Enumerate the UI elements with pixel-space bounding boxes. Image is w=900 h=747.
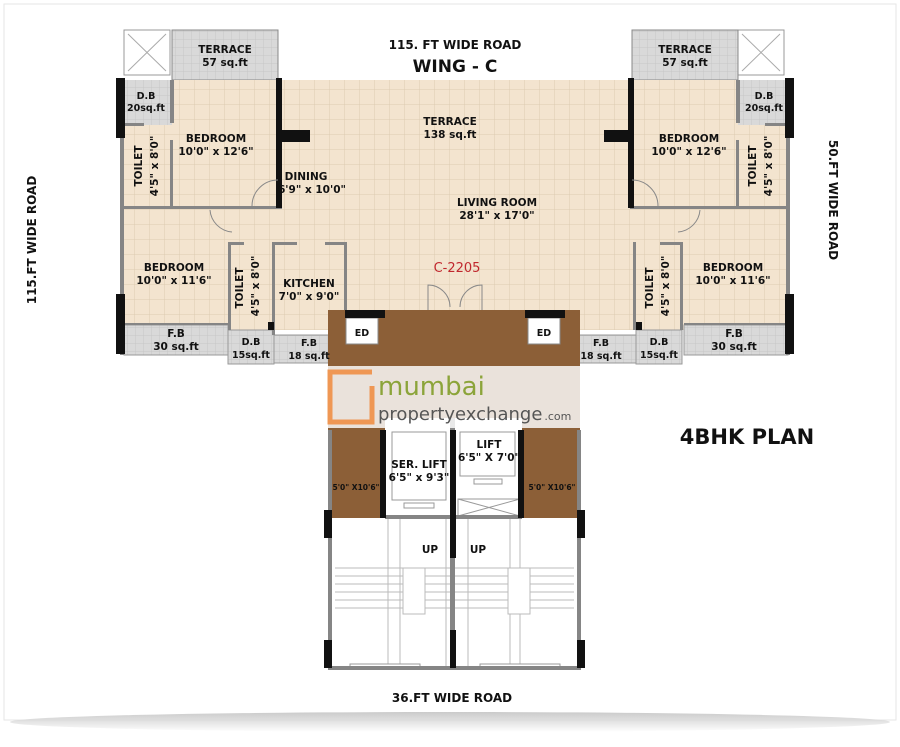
road-left-label: 115.FT WIDE ROAD [25,176,39,305]
lightwell-left [123,29,171,76]
bedroom-tr-name: BEDROOM [659,133,719,145]
terrace-right-name: TERRACE [658,44,712,56]
db-tr-name: D.B [755,91,774,102]
watermark-suffix: .com [544,410,571,423]
card-shadow [10,712,890,732]
road-bottom-label: 36.FT WIDE ROAD [392,691,512,705]
terrace-left-size: 57 sq.ft [202,57,248,69]
lobby-left-size: 5'0" X10'6" [333,483,380,492]
fb-small-right-name: F.B [593,338,609,349]
road-top-label: 115. FT WIDE ROAD [389,38,522,52]
logo-bracket-icon [327,369,375,425]
ser-lift-size: 6'5" x 9'3" [389,472,450,484]
ed-right [527,317,561,345]
doors [209,179,701,310]
road-right-label: 50.FT WIDE ROAD [826,140,840,260]
bedroom-br-name: BEDROOM [703,262,763,274]
toilet-tr-name: TOILET [747,145,759,187]
lift-name: LIFT [477,439,503,451]
pillars [116,78,794,668]
db-br-name: D.B [650,337,669,348]
fb-left-size: 30 sq.ft [153,341,199,353]
db-bl-name: D.B [242,337,261,348]
bedroom-bl-name: BEDROOM [144,262,204,274]
passenger-lift [455,418,522,518]
fb-small-left-size: 18 sq.ft [288,351,330,362]
stair-up-right: UP [470,544,487,556]
bedroom-br-size: 10'0" x 11'6" [695,275,770,287]
bedroom-tr-size: 10'0" x 12'6" [651,146,726,158]
toilet-bl-size: 4'5" x 8'0" [250,256,262,317]
kitchen-name: KITCHEN [283,278,335,290]
fb-left-name: F.B [167,328,185,340]
toilet-bl-name: TOILET [234,267,246,309]
db-top-right [738,80,786,125]
ed-left-label: ED [355,328,369,339]
living-name: LIVING ROOM [457,197,537,209]
terrace-left-name: TERRACE [198,44,252,56]
unit-number: C-2205 [434,261,481,276]
fb-small-left-name: F.B [301,338,317,349]
dining-size: 6'9" x 10'0" [278,184,346,196]
fb-right [683,324,789,356]
kitchen-size: 7'0" x 9'0" [279,291,340,303]
db-bl-size: 15sq.ft [232,350,270,361]
fb-left [123,324,229,356]
terrace-mid-name: TERRACE [423,116,477,128]
lobby-right-size: 5'0" X10'6" [529,483,576,492]
bedroom-tl-name: BEDROOM [186,133,246,145]
fb-right-name: F.B [725,328,743,340]
toilet-br-size: 4'5" x 8'0" [660,256,672,317]
db-br-size: 15sq.ft [640,350,678,361]
dining-name: DINING [285,171,328,183]
terrace-right-size: 57 sq.ft [662,57,708,69]
lift-size: 6'5" X 7'0" [458,452,520,464]
room-labels: TERRACE 57 sq.ft TERRACE 57 sq.ft TERRAC… [127,44,783,556]
db-bottom-right [635,329,683,365]
terrace-mid-size: 138 sq.ft [424,129,477,141]
ed-right-label: ED [537,328,551,339]
toilet-tl-name: TOILET [133,145,145,187]
fb-right-size: 30 sq.ft [711,341,757,353]
lightwell-right [737,29,785,76]
wing-label: WING - C [413,57,498,77]
watermark-logo: mumbai propertyexchange .com [318,366,586,428]
fb-small-right-size: 18 sq.ft [580,351,622,362]
db-tr-size: 20sq.ft [745,103,783,114]
terrace-left [171,29,279,81]
toilet-tl-size: 4'5" x 8'0" [149,136,161,197]
toilet-br-name: TOILET [644,267,656,309]
db-top-left [124,80,172,125]
living-size: 28'1" x 17'0" [459,210,534,222]
db-tl-size: 20sq.ft [127,103,165,114]
watermark-line2: propertyexchange [378,404,542,425]
plan-title: 4BHK PLAN [680,425,814,449]
bedroom-tl-size: 10'0" x 12'6" [178,146,253,158]
watermark-line1: mumbai [378,372,485,402]
bedroom-bl-size: 10'0" x 11'6" [136,275,211,287]
db-tl-name: D.B [137,91,156,102]
stair-up-left: UP [422,544,439,556]
service-lift [385,418,453,518]
ser-lift-name: SER. LIFT [391,459,447,471]
toilet-tr-size: 4'5" x 8'0" [763,136,775,197]
